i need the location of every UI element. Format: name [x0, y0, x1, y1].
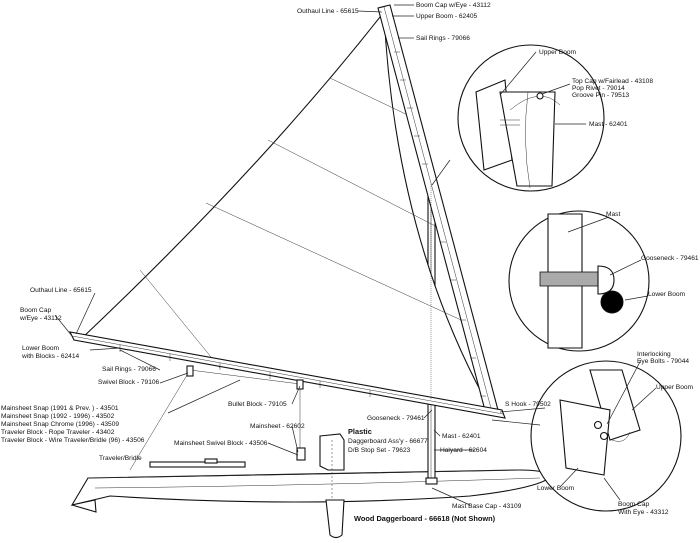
label-wood-daggerboard: Wood Daggerboard - 66618 (Not Shown) [354, 514, 496, 523]
label-bullet-block: Bullet Block - 79105 [228, 401, 287, 408]
callout-labels: Outhaul Line - 65615 Boom Cap w/Eye - 43… [1, 2, 699, 523]
label-traveler-bridle: Traveler/Bridle [99, 455, 142, 462]
label-outhaul-left: Outhaul Line - 65615 [30, 287, 92, 294]
label-boom-cap-left-1: Boom Cap [20, 307, 51, 314]
label-boom-cap-top: Boom Cap w/Eye - 43112 [416, 2, 491, 9]
leader-lines [54, 4, 657, 506]
label-gooseneck-main: Gooseneck - 79461 [367, 415, 425, 422]
label-s-hook: S Hook - 79502 [505, 401, 551, 408]
detail-mid-circle [508, 210, 650, 352]
detail-bottom-upper-boom: Upper Boom [656, 384, 694, 391]
label-sail-rings-top: Sail Rings - 79066 [416, 35, 470, 42]
mainsheet-lines [129, 184, 432, 471]
label-mast-main: Mast - 62401 [442, 433, 481, 440]
label-mainsheet-snap-3: Mainsheet Snap Chrome (1996) - 43509 [1, 421, 119, 428]
label-outhaul-top: Outhaul Line - 65615 [297, 8, 359, 15]
detail-top-groove-pin: Groove Pin - 79513 [572, 92, 630, 99]
sail-rings [119, 51, 486, 397]
detail-mid-lower-boom: Lower Boom [648, 291, 686, 298]
label-daggerboard: Daggerboard Ass'y - 66677 [348, 438, 428, 445]
label-boom-cap-left-2: w/Eye - 43112 [19, 315, 62, 322]
label-mainsheet-swivel: Mainsheet Swivel Block - 43506 [174, 440, 268, 447]
label-sail-rings-left: Sail Rings - 79066 [102, 366, 156, 373]
detail-top-circle [457, 44, 605, 192]
detail-top-cap: Top Cap w/Fairlead - 43108 [572, 78, 653, 85]
detail-mid-mast: Mast [606, 211, 620, 218]
label-mainsheet-snap-1: Mainsheet Snap (1991 & Prev. ) - 43501 [1, 405, 119, 412]
detail-bottom-interlocking-1: Interlocking [637, 351, 671, 358]
daggerboard [319, 433, 345, 539]
label-mainsheet-snap-2: Mainsheet Snap (1992 - 1996) - 43502 [1, 413, 115, 420]
detail-top-pop-rivet: Pop Rivet - 79014 [572, 85, 625, 92]
detail-mid-gooseneck: Gooseneck - 79461 [641, 255, 699, 262]
lower-boom [69, 331, 506, 419]
detail-bottom-boom-cap-1: Boom Cap [618, 501, 649, 508]
label-db-stop: D/B Stop Set - 79623 [348, 447, 411, 454]
sail [78, 10, 494, 413]
label-swivel-block: Swivel Block - 79106 [98, 379, 160, 386]
detail-top-mast: Mast - 62401 [589, 121, 628, 128]
label-mast-base: Mast Base Cap - 43109 [452, 503, 522, 510]
label-traveler-rope: Traveler Block - Rope Traveler - 43402 [1, 429, 115, 436]
label-traveler-wire: Traveler Block - Wire Traveler/Bridle (9… [1, 437, 145, 444]
label-plastic: Plastic [348, 427, 372, 436]
detail-bottom-boom-cap-2: With Eye - 43312 [618, 509, 669, 516]
label-halyard: Halyard - 62604 [440, 447, 487, 454]
label-lower-boom-2: with Blocks - 62414 [21, 353, 80, 360]
detail-bottom-lower-boom: Lower Boom [537, 485, 575, 492]
label-upper-boom-top: Upper Boom - 62405 [416, 13, 478, 20]
label-lower-boom-1: Lower Boom [22, 345, 60, 352]
detail-top-upper-boom: Upper Boom [539, 49, 577, 56]
label-mainsheet: Mainsheet - 62602 [250, 423, 305, 430]
detail-bottom-circle [530, 360, 682, 512]
detail-bottom-interlocking-2: Eye Bolts - 79044 [637, 358, 689, 365]
